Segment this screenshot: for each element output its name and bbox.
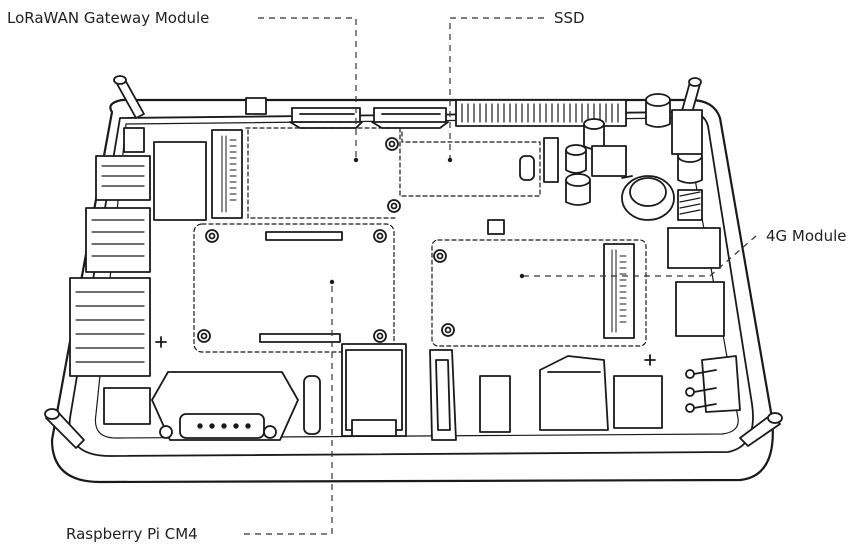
left-screw (155, 336, 167, 348)
capacitor-top (645, 93, 671, 128)
usb-c-port (613, 375, 663, 429)
enclosure-floor (94, 117, 739, 439)
label-4g-module: 4G Module (766, 227, 847, 245)
ssd-module-outline (247, 129, 397, 219)
cm4-module-outline (193, 223, 395, 353)
standoff-bottom-right (739, 412, 783, 447)
top-connector-a (289, 107, 363, 129)
ethernet-port (341, 343, 407, 437)
capacitor-mid-3 (565, 173, 591, 206)
hdmi-port (429, 349, 457, 441)
4g-module-outline (431, 239, 647, 347)
power-terminal (685, 355, 741, 413)
dc-jack-block (153, 141, 207, 221)
hatched-block (677, 189, 703, 221)
label-lorawan-gateway-module: LoRaWAN Gateway Module (7, 9, 210, 27)
standoff-top-left (113, 75, 145, 119)
leader-dot-lorawan (353, 157, 359, 163)
button-port (303, 375, 321, 435)
leader-cm4 (244, 282, 333, 535)
small-switch (487, 219, 505, 235)
cm4-screw-2 (373, 229, 387, 243)
terminal-top (123, 127, 145, 153)
terminal-block-3 (69, 277, 151, 377)
usb-port (479, 375, 511, 433)
4g-screw-2 (441, 323, 455, 337)
4g-slot (603, 243, 635, 339)
right-block-2 (675, 281, 725, 337)
leader-dot-cm4 (329, 279, 335, 285)
gpio-header (455, 99, 627, 127)
lorawan-module-outline (245, 127, 541, 197)
m2-slot-left (211, 129, 243, 219)
capacitor-right (677, 149, 703, 184)
capacitor-mid-2 (565, 144, 587, 174)
terminal-block-2 (85, 207, 151, 273)
right-screw (644, 354, 656, 366)
chip-square (591, 145, 627, 177)
leader-4g (524, 235, 757, 277)
cm4-connector-bottom (259, 333, 341, 343)
cm4-screw-4 (373, 329, 387, 343)
label-raspberry-pi-cm4: Raspberry Pi CM4 (66, 525, 198, 543)
cm4-connector-top (265, 231, 343, 241)
standoff-screw-4 (519, 155, 535, 181)
leader-lorawan (258, 17, 357, 158)
right-edge-block (671, 109, 703, 155)
cm4-screw-3 (197, 329, 211, 343)
db9-connector (151, 371, 299, 441)
right-block-1 (667, 227, 721, 269)
standoff-bottom-left (44, 408, 85, 449)
usb-dual-port (539, 355, 609, 431)
label-ssd: SSD (554, 9, 585, 27)
chip-narrow (543, 137, 559, 183)
leader-dot-ssd (447, 157, 453, 163)
left-bottom-block (103, 387, 151, 425)
4g-screw-1 (433, 249, 447, 263)
capacitor-mid-1 (583, 118, 605, 150)
top-connector-b (371, 107, 449, 129)
terminal-block-1 (95, 155, 151, 201)
screw-ssd-2 (387, 199, 401, 213)
coin-battery (621, 175, 675, 221)
top-connector-small (245, 97, 267, 115)
leader-dot-4g (519, 273, 525, 279)
leader-ssd (449, 17, 544, 158)
cm4-screw-1 (205, 229, 219, 243)
screw-ssd-1 (385, 137, 399, 151)
